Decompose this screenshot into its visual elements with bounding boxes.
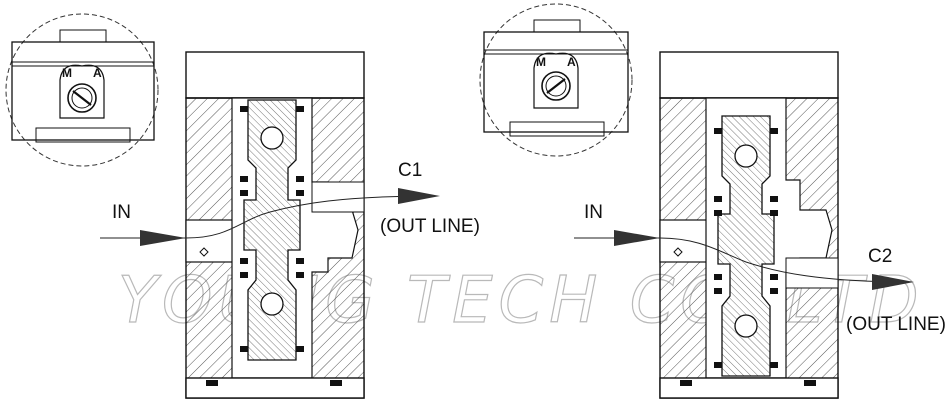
knob-letter-m: M bbox=[62, 66, 72, 80]
right-inlet-arrow-icon bbox=[614, 230, 660, 246]
right-valve: M A bbox=[479, 3, 946, 399]
right-outlet-label: C2 bbox=[868, 246, 892, 267]
left-flow-path bbox=[100, 195, 437, 239]
left-inlet-arrow-icon bbox=[140, 230, 186, 246]
knob-letter-a: A bbox=[567, 55, 576, 69]
knob-slot-icon bbox=[546, 78, 566, 94]
knob-letter-m: M bbox=[536, 55, 546, 69]
right-inlet-label: IN bbox=[584, 202, 603, 223]
right-outlet-sub: (OUT LINE) bbox=[846, 314, 946, 335]
knob-slot-icon bbox=[72, 90, 92, 106]
right-knob-detail: M A bbox=[479, 3, 633, 157]
left-spool bbox=[240, 99, 304, 361]
left-knob-detail: M A bbox=[5, 13, 159, 167]
knob-letter-a: A bbox=[93, 66, 102, 80]
right-spool bbox=[714, 115, 778, 377]
left-outlet-arrow-icon bbox=[398, 188, 440, 204]
left-inlet-label: IN bbox=[112, 202, 131, 223]
right-flow-path bbox=[574, 237, 913, 283]
left-outlet-sub: (OUT LINE) bbox=[380, 216, 480, 237]
left-valve: M A bbox=[5, 13, 480, 399]
left-outlet-label: C1 bbox=[398, 160, 422, 181]
right-outlet-arrow-icon bbox=[872, 274, 914, 290]
